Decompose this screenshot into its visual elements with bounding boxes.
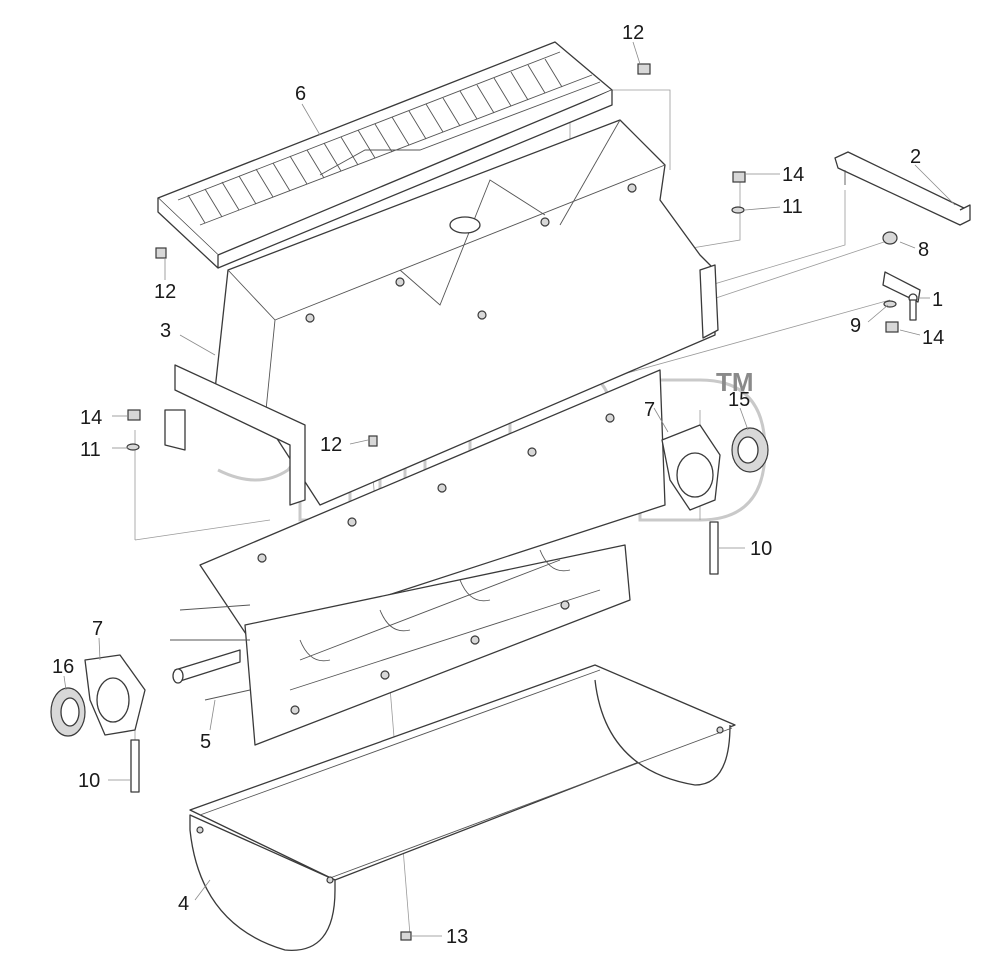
callout-4: 4 [178,893,189,915]
callout-5: 5 [200,731,211,753]
callout-12-mid: 12 [320,434,342,456]
bushing-8 [882,231,898,245]
callout-14-top: 14 [782,164,804,186]
callout-15: 15 [728,389,750,411]
callout-2: 2 [910,146,921,168]
callout-14-left: 14 [80,407,102,429]
bolt-12-top [637,63,651,75]
washer-11-top [731,206,745,214]
callout-7-right: 7 [644,399,655,421]
callout-3: 3 [160,320,171,342]
callout-14-right: 14 [922,327,944,349]
callout-10-right: 10 [750,538,772,560]
callout-12-top: 12 [622,22,644,44]
nut-14-left [127,409,141,421]
part-10-bolt-right [709,521,719,575]
callout-12-left: 12 [154,281,176,303]
nut-13 [400,931,412,941]
callout-1: 1 [932,289,943,311]
callout-13: 13 [446,926,468,948]
callout-9: 9 [850,315,861,337]
callout-11-top: 11 [782,196,803,218]
part-16-bearing [50,687,86,737]
washer-11-left [126,443,140,451]
part-3-housing [164,119,719,506]
part-7-bearing-housing-left [84,654,146,736]
part-4-trough [189,664,736,951]
callout-7-left: 7 [92,618,103,640]
fasteners [126,63,899,941]
callout-labels: 12 6 2 14 11 8 1 9 14 12 3 14 11 12 7 15… [52,22,944,948]
callout-8: 8 [918,239,929,261]
nut-14-top [732,171,746,183]
callout-6: 6 [295,83,306,105]
callout-11-left: 11 [80,439,101,461]
washer-9 [883,300,897,308]
part-15-bearing [731,427,769,473]
nut-14-right [885,321,899,333]
part-1-arm [882,271,921,321]
bolt-12-left [155,247,167,259]
part-10-bolt-left [130,739,140,793]
trademark-mark: TM [716,367,754,397]
bolt-12-mid [368,435,378,447]
leader-lines [63,41,956,937]
part-7-bearing-housing-right [661,424,721,511]
callout-16: 16 [52,656,74,678]
callout-10-left: 10 [78,770,100,792]
part-6-grate [157,41,613,269]
part-2-bar [834,151,971,226]
part-5-rotor [170,369,666,746]
